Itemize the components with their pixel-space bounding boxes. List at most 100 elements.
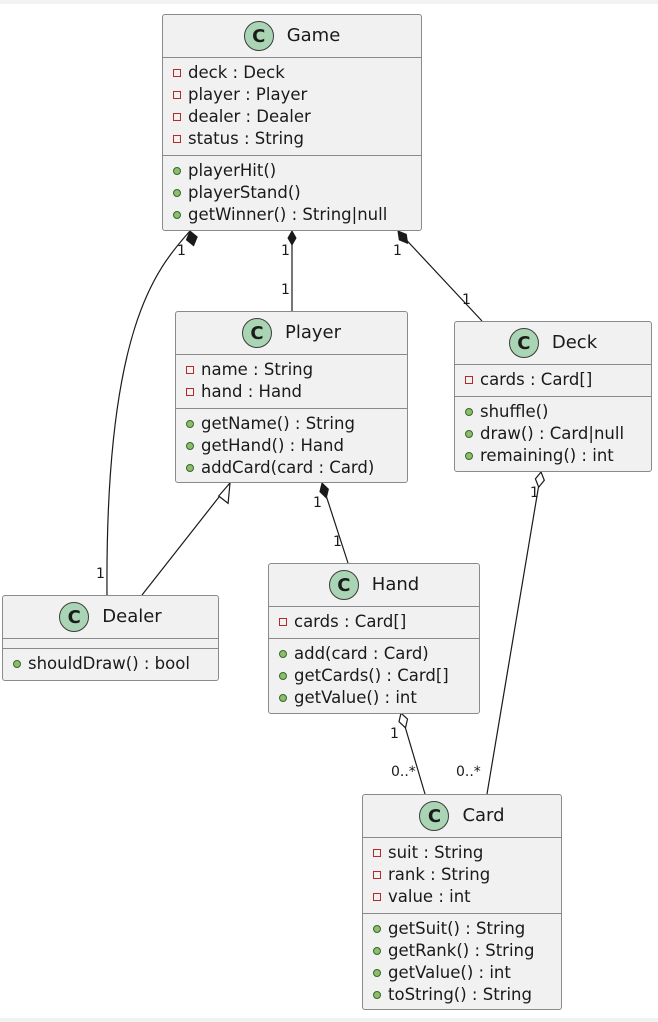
attribute-row: dealer : Dealer <box>163 106 421 128</box>
mult-game-player-player-end: 1 <box>281 282 290 298</box>
method-row: draw() : Card|null <box>455 423 651 445</box>
attribute-row: cards : Card[] <box>455 369 651 391</box>
class-icon: C <box>328 570 359 600</box>
attribute-text: name : String <box>201 359 314 379</box>
public-visibility-icon <box>173 211 181 219</box>
attribute-row: status : String <box>163 128 421 150</box>
method-row: playerHit() <box>163 160 421 182</box>
class-player[interactable]: C Player name : String hand : Hand getNa… <box>175 311 408 483</box>
public-visibility-icon <box>373 925 381 933</box>
method-row: getRank() : String <box>363 940 561 962</box>
attribute-text: deck : Deck <box>188 62 285 82</box>
private-visibility-icon <box>279 618 287 626</box>
public-visibility-icon <box>373 947 381 955</box>
class-header: C Dealer <box>3 596 218 638</box>
methods-section: getName() : String getHand() : Hand addC… <box>176 408 407 479</box>
public-visibility-icon <box>373 991 381 999</box>
public-visibility-icon <box>186 420 194 428</box>
method-row: getSuit() : String <box>363 918 561 940</box>
attributes-section: deck : Deck player : Player dealer : Dea… <box>163 57 421 155</box>
private-visibility-icon <box>186 366 194 374</box>
public-visibility-icon <box>173 189 181 197</box>
class-dealer[interactable]: C Dealer shouldDraw() : bool <box>2 595 219 681</box>
mult-game-deck-game-end: 1 <box>393 243 402 259</box>
method-text: toString() : String <box>388 984 532 1004</box>
attribute-text: value : int <box>388 886 471 906</box>
attribute-row: value : int <box>363 886 561 908</box>
class-game[interactable]: C Game deck : Deck player : Player deale… <box>162 14 422 231</box>
class-deck[interactable]: C Deck cards : Card[] shuffle() draw() :… <box>454 321 652 472</box>
attribute-row: deck : Deck <box>163 62 421 84</box>
class-header: C Card <box>363 795 561 837</box>
method-text: getSuit() : String <box>388 918 526 938</box>
class-icon: C <box>508 328 539 358</box>
method-text: getWinner() : String|null <box>188 204 388 224</box>
method-row: shuffle() <box>455 401 651 423</box>
methods-section: getSuit() : String getRank() : String ge… <box>363 913 561 1006</box>
method-text: draw() : Card|null <box>480 423 625 443</box>
player-hand-composition-diamond <box>319 482 329 499</box>
inheritance-arrowhead <box>217 481 231 505</box>
method-row: remaining() : int <box>455 445 651 467</box>
attribute-text: player : Player <box>188 84 308 104</box>
dealer-player-inheritance-link <box>141 482 231 596</box>
method-text: getValue() : int <box>294 687 417 707</box>
attributes-section: cards : Card[] <box>269 606 479 638</box>
private-visibility-icon <box>173 135 181 143</box>
methods-section: shouldDraw() : bool <box>3 648 218 675</box>
attribute-text: hand : Hand <box>201 381 302 401</box>
public-visibility-icon <box>279 694 287 702</box>
private-visibility-icon <box>373 849 381 857</box>
public-visibility-icon <box>465 452 473 460</box>
mult-hand-card-hand-end: 1 <box>390 726 399 742</box>
method-text: getHand() : Hand <box>201 435 344 455</box>
class-header: C Game <box>163 15 421 57</box>
attribute-row: suit : String <box>363 842 561 864</box>
attribute-row: rank : String <box>363 864 561 886</box>
class-icon: C <box>419 801 450 831</box>
methods-section: shuffle() draw() : Card|null remaining()… <box>455 396 651 467</box>
method-text: remaining() : int <box>480 445 614 465</box>
attribute-text: cards : Card[] <box>294 611 407 631</box>
class-card[interactable]: C Card suit : String rank : String value… <box>362 794 562 1010</box>
private-visibility-icon <box>186 388 194 396</box>
class-name: Card <box>462 805 505 826</box>
public-visibility-icon <box>279 650 287 658</box>
attribute-text: suit : String <box>388 842 484 862</box>
attribute-row: name : String <box>176 359 407 381</box>
method-row: getName() : String <box>176 413 407 435</box>
class-hand[interactable]: C Hand cards : Card[] add(card : Card) g… <box>268 563 480 714</box>
bottom-border <box>0 1018 658 1022</box>
method-row: add(card : Card) <box>269 643 479 665</box>
method-row: getValue() : int <box>363 962 561 984</box>
attribute-text: cards : Card[] <box>480 369 593 389</box>
mult-game-player-game-end: 1 <box>281 243 290 259</box>
class-icon: C <box>243 21 274 51</box>
attribute-row: player : Player <box>163 84 421 106</box>
method-text: add(card : Card) <box>294 643 429 663</box>
public-visibility-icon <box>186 442 194 450</box>
private-visibility-icon <box>173 69 181 77</box>
attribute-text: rank : String <box>388 864 491 884</box>
class-header: C Hand <box>269 564 479 606</box>
mult-hand-card-card-end: 0..* <box>391 764 416 780</box>
method-text: shouldDraw() : bool <box>28 653 190 673</box>
public-visibility-icon <box>465 408 473 416</box>
class-icon: C <box>241 318 272 348</box>
game-dealer-link <box>106 230 191 596</box>
class-header: C Player <box>176 312 407 354</box>
private-visibility-icon <box>373 893 381 901</box>
class-header: C Deck <box>455 322 651 364</box>
game-deck-link <box>397 230 483 322</box>
mult-game-deck-deck-end: 1 <box>462 292 471 308</box>
mult-game-dealer-game-end: 1 <box>177 243 186 259</box>
method-row: getCards() : Card[] <box>269 665 479 687</box>
attributes-section: suit : String rank : String value : int <box>363 837 561 913</box>
attribute-text: dealer : Dealer <box>188 106 311 126</box>
mult-deck-card-card-end: 0..* <box>456 764 481 780</box>
mult-deck-card-deck-end: 1 <box>530 485 539 501</box>
game-dealer-composition-diamond <box>185 230 198 247</box>
method-text: getName() : String <box>201 413 355 433</box>
method-text: playerHit() <box>188 160 277 180</box>
mult-player-hand-hand-end: 1 <box>333 534 342 550</box>
